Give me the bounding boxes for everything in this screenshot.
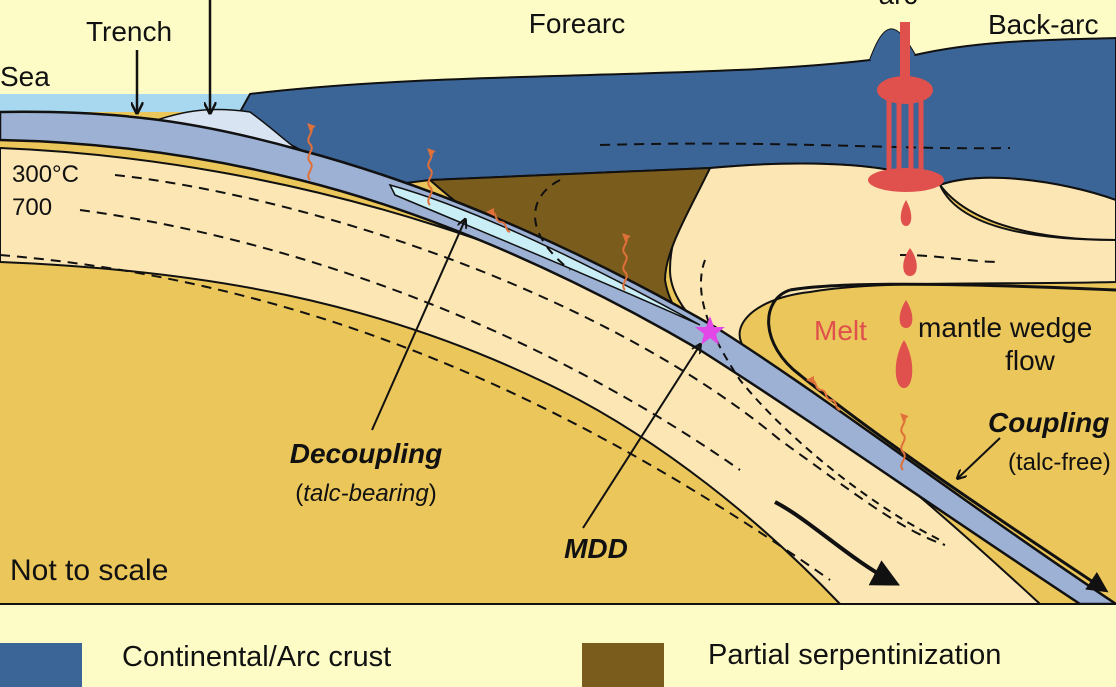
wedge-isotherm bbox=[899, 254, 1001, 263]
legend-swatch-continental-crust bbox=[0, 643, 82, 687]
legend-label-continental-crust: Continental/Arc crust bbox=[122, 641, 392, 673]
talc-layer bbox=[388, 183, 701, 326]
coupling-arrow bbox=[958, 437, 1001, 478]
mantle-flow-upper bbox=[789, 282, 1116, 292]
sea-label: Sea bbox=[0, 61, 50, 92]
moho-dashed bbox=[599, 142, 1011, 150]
not-to-scale-label: Not to scale bbox=[10, 554, 168, 587]
legend-swatch-partial-serpentinization bbox=[582, 643, 664, 687]
melt-label: Melt bbox=[814, 315, 867, 346]
decoupling-label: Decoupling bbox=[290, 438, 442, 469]
decoupling-sublabel: (talc-bearing) bbox=[295, 480, 436, 507]
magma-chamber-upper bbox=[877, 76, 933, 104]
slab-motion-arrow bbox=[774, 500, 900, 586]
melt-drop-3 bbox=[899, 300, 913, 328]
magma-conduit bbox=[900, 22, 910, 80]
mantle-wedge-label: mantle wedge bbox=[918, 312, 1092, 343]
dike-swarm bbox=[886, 100, 924, 172]
fluid-arrows bbox=[307, 123, 909, 471]
backarc-label: Back-arc bbox=[988, 9, 1098, 40]
isotherm-700-label: 700 bbox=[12, 194, 52, 221]
coupling-label: Coupling bbox=[988, 407, 1109, 438]
mantle-flow-lower bbox=[767, 288, 1109, 593]
isotherm-300 bbox=[114, 174, 946, 546]
legend-label-partial-serpentinization: Partial serpentinization bbox=[708, 639, 1002, 671]
mantle-flow-label: flow bbox=[1005, 345, 1056, 376]
arc-label: arc bbox=[879, 0, 918, 10]
sea-region bbox=[0, 94, 250, 112]
legend: Continental/Arc crust Partial serpentini… bbox=[0, 605, 1116, 687]
coupling-sublabel: (talc-free) bbox=[1008, 449, 1111, 476]
mdd-star bbox=[695, 316, 725, 345]
melt-drop-1 bbox=[900, 200, 912, 226]
wedge-isotherm-inner bbox=[699, 259, 941, 541]
decoupling-arrow bbox=[371, 220, 465, 431]
trench-label: Trench bbox=[86, 16, 172, 47]
melt-drop-4 bbox=[895, 340, 913, 388]
isotherm-300-label: 300°C bbox=[12, 161, 79, 188]
backarc-lithosphere bbox=[938, 176, 1116, 242]
magma-chamber-lower bbox=[868, 168, 944, 192]
isotherm-700 bbox=[79, 209, 741, 471]
mdd-arrow bbox=[582, 345, 700, 529]
melt-drop-2 bbox=[903, 248, 917, 276]
forearc-label: Forearc bbox=[529, 8, 625, 39]
mdd-label: MDD bbox=[564, 533, 628, 564]
